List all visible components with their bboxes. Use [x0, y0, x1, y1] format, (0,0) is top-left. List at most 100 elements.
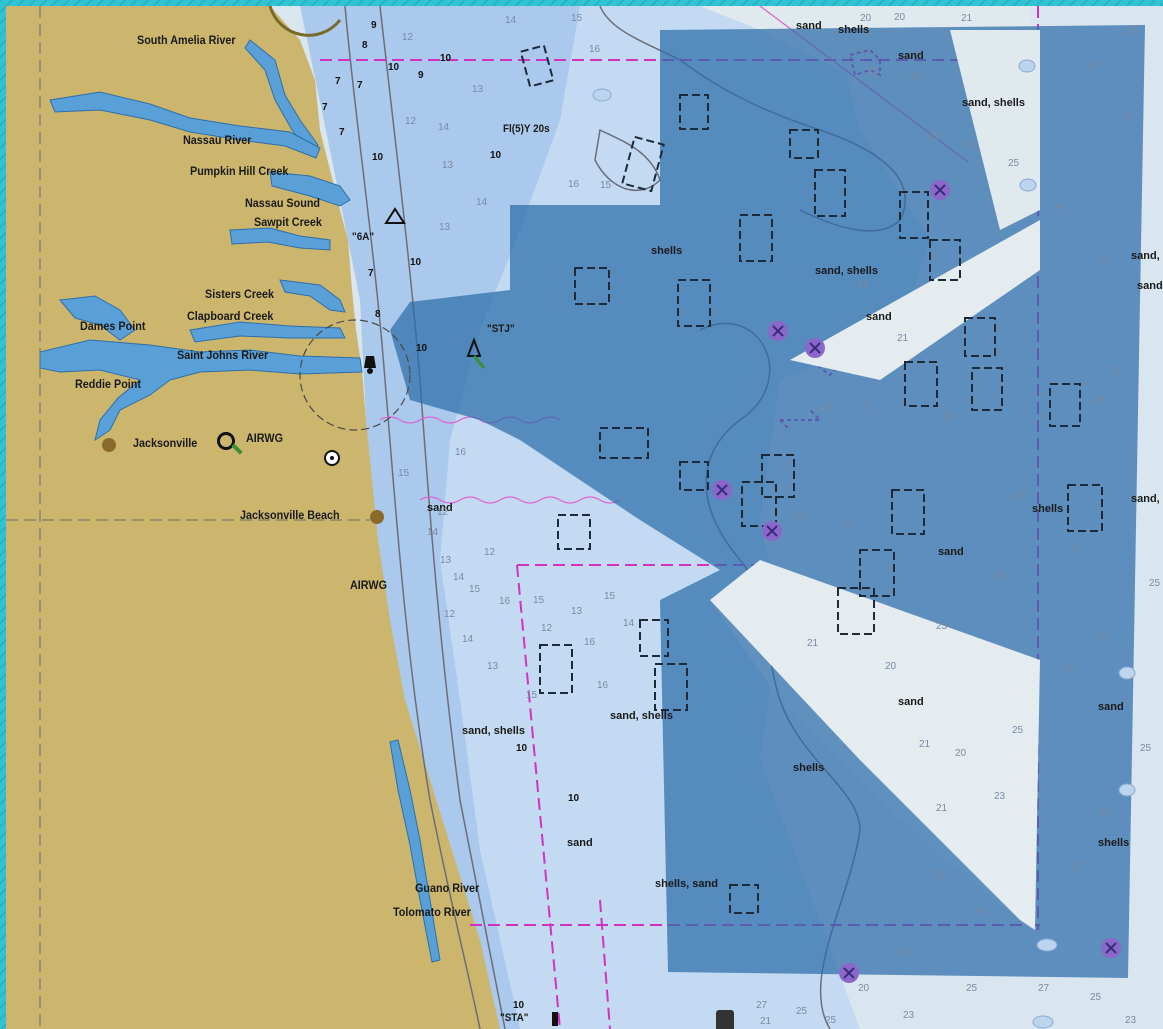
- sounding: 14: [438, 122, 450, 133]
- sounding: 12: [405, 116, 417, 127]
- sounding: 21: [936, 803, 948, 814]
- harbor-circle: [299, 319, 411, 431]
- sounding: 14: [505, 15, 517, 26]
- sounding: 23: [1086, 61, 1098, 72]
- sounding: 25: [1063, 663, 1075, 674]
- label-airwg-2: AIRWG: [350, 578, 387, 592]
- sounding: 14: [453, 572, 465, 583]
- sounding: 27: [1096, 631, 1108, 642]
- sounding: 14: [476, 197, 488, 208]
- sounding: 8: [375, 309, 381, 320]
- sounding: 7: [339, 127, 345, 138]
- sounding: 27: [1071, 862, 1083, 873]
- beach-city-icon: [370, 510, 384, 524]
- sounding: 14: [427, 527, 439, 538]
- seabed-label: sand, shells: [610, 710, 673, 722]
- sounding: 15: [533, 595, 545, 606]
- sounding: 27: [1098, 258, 1110, 269]
- sounding: 10: [388, 62, 400, 73]
- wreck-markers: [712, 180, 1121, 983]
- sounding: 20: [885, 661, 897, 672]
- seabed-label: shells: [1032, 503, 1064, 515]
- sounding: 7: [335, 76, 341, 87]
- sounding: 16: [584, 637, 596, 648]
- graticule-ticks: [6, 6, 370, 1029]
- label-south-amelia-river: South Amelia River: [137, 33, 236, 47]
- sounding: 21: [860, 403, 872, 414]
- sounding: 23: [903, 1010, 915, 1021]
- sounding: 12: [484, 547, 496, 558]
- seabed-label: sand, shells: [815, 265, 878, 277]
- sounding: 13: [487, 661, 499, 672]
- sounding: 12: [402, 32, 414, 43]
- sounding: 7: [322, 102, 328, 113]
- label-sisters-creek: Sisters Creek: [205, 287, 275, 301]
- label-reddie-point: Reddie Point: [75, 377, 142, 391]
- label-buoy-sta: "STA": [500, 1012, 529, 1024]
- sounding: 23: [1100, 808, 1112, 819]
- label-jacksonville: Jacksonville: [133, 436, 198, 450]
- sounding: 23: [994, 570, 1006, 581]
- pale-wedge-top: [950, 30, 1040, 230]
- label-saint-johns-river: Saint Johns River: [177, 348, 269, 362]
- label-pumpkin-hill-creek: Pumpkin Hill Creek: [190, 164, 289, 178]
- sounding: 15: [469, 584, 481, 595]
- sounding: 25: [1012, 725, 1024, 736]
- seabed-label: sand: [1098, 701, 1124, 713]
- sounding: 25: [966, 983, 978, 994]
- pale-wedge-low: [710, 560, 1040, 930]
- sounding: 15: [398, 468, 410, 479]
- label-light-characteristic: Fl(5)Y 20s: [503, 123, 550, 135]
- sounding: 23: [933, 870, 945, 881]
- sounding: 15: [526, 690, 538, 701]
- seabed-label: sand: [567, 837, 593, 849]
- sounding: 12: [444, 609, 456, 620]
- sounding: 25: [1093, 395, 1105, 406]
- shipwreck-icon: [716, 1010, 734, 1029]
- sounding: 13: [440, 555, 452, 566]
- sounding: 25: [1127, 25, 1139, 36]
- sounding: 25: [1140, 743, 1152, 754]
- search-magnifier-icon: [217, 432, 235, 450]
- seabed-markers: [592, 59, 1136, 1029]
- bell-buoy-icon: [364, 356, 376, 374]
- inland-waterways: [39, 39, 441, 963]
- sounding: 7: [357, 80, 363, 91]
- sounding: 25: [825, 1015, 837, 1026]
- seabed-label: sand,: [1131, 250, 1160, 262]
- sounding: 10: [416, 343, 428, 354]
- sounding: 7: [368, 268, 374, 279]
- sounding: 25: [1090, 992, 1102, 1003]
- sounding: 16: [455, 447, 467, 458]
- top-circle-arc: [268, 5, 342, 37]
- label-nassau-river: Nassau River: [183, 133, 252, 147]
- sounding: 10: [372, 152, 384, 163]
- sounding: 21: [898, 948, 910, 959]
- sounding: 20: [820, 402, 832, 413]
- label-airwg-1: AIRWG: [246, 431, 283, 445]
- sounding: 23: [857, 280, 869, 291]
- sounding: 13: [472, 84, 484, 95]
- sounding: 12: [541, 623, 553, 634]
- stj-buoy-icon: [466, 337, 486, 369]
- label-nassau-sound: Nassau Sound: [245, 196, 321, 210]
- sounding: 14: [462, 634, 474, 645]
- sounding: 23: [1125, 1015, 1137, 1026]
- sounding: 25: [867, 66, 879, 77]
- sounding: 21: [843, 517, 855, 528]
- sounding: 21: [760, 1016, 772, 1027]
- sounding: 20: [860, 13, 872, 24]
- seabed-label: sand: [1137, 280, 1163, 292]
- seabed-label: sand: [796, 20, 822, 32]
- sounding: 13: [571, 606, 583, 617]
- seabed-label: sand: [898, 696, 924, 708]
- pale-wedge-mid: [790, 220, 1040, 380]
- sounding: 16: [568, 179, 580, 190]
- sounding: 15: [600, 180, 612, 191]
- label-dames-point: Dames Point: [80, 319, 146, 333]
- sounding: 21: [965, 140, 977, 151]
- label-jacksonville-beach: Jacksonville Beach: [240, 508, 340, 522]
- sounding: 25: [1111, 366, 1123, 377]
- sounding: 10: [410, 257, 422, 268]
